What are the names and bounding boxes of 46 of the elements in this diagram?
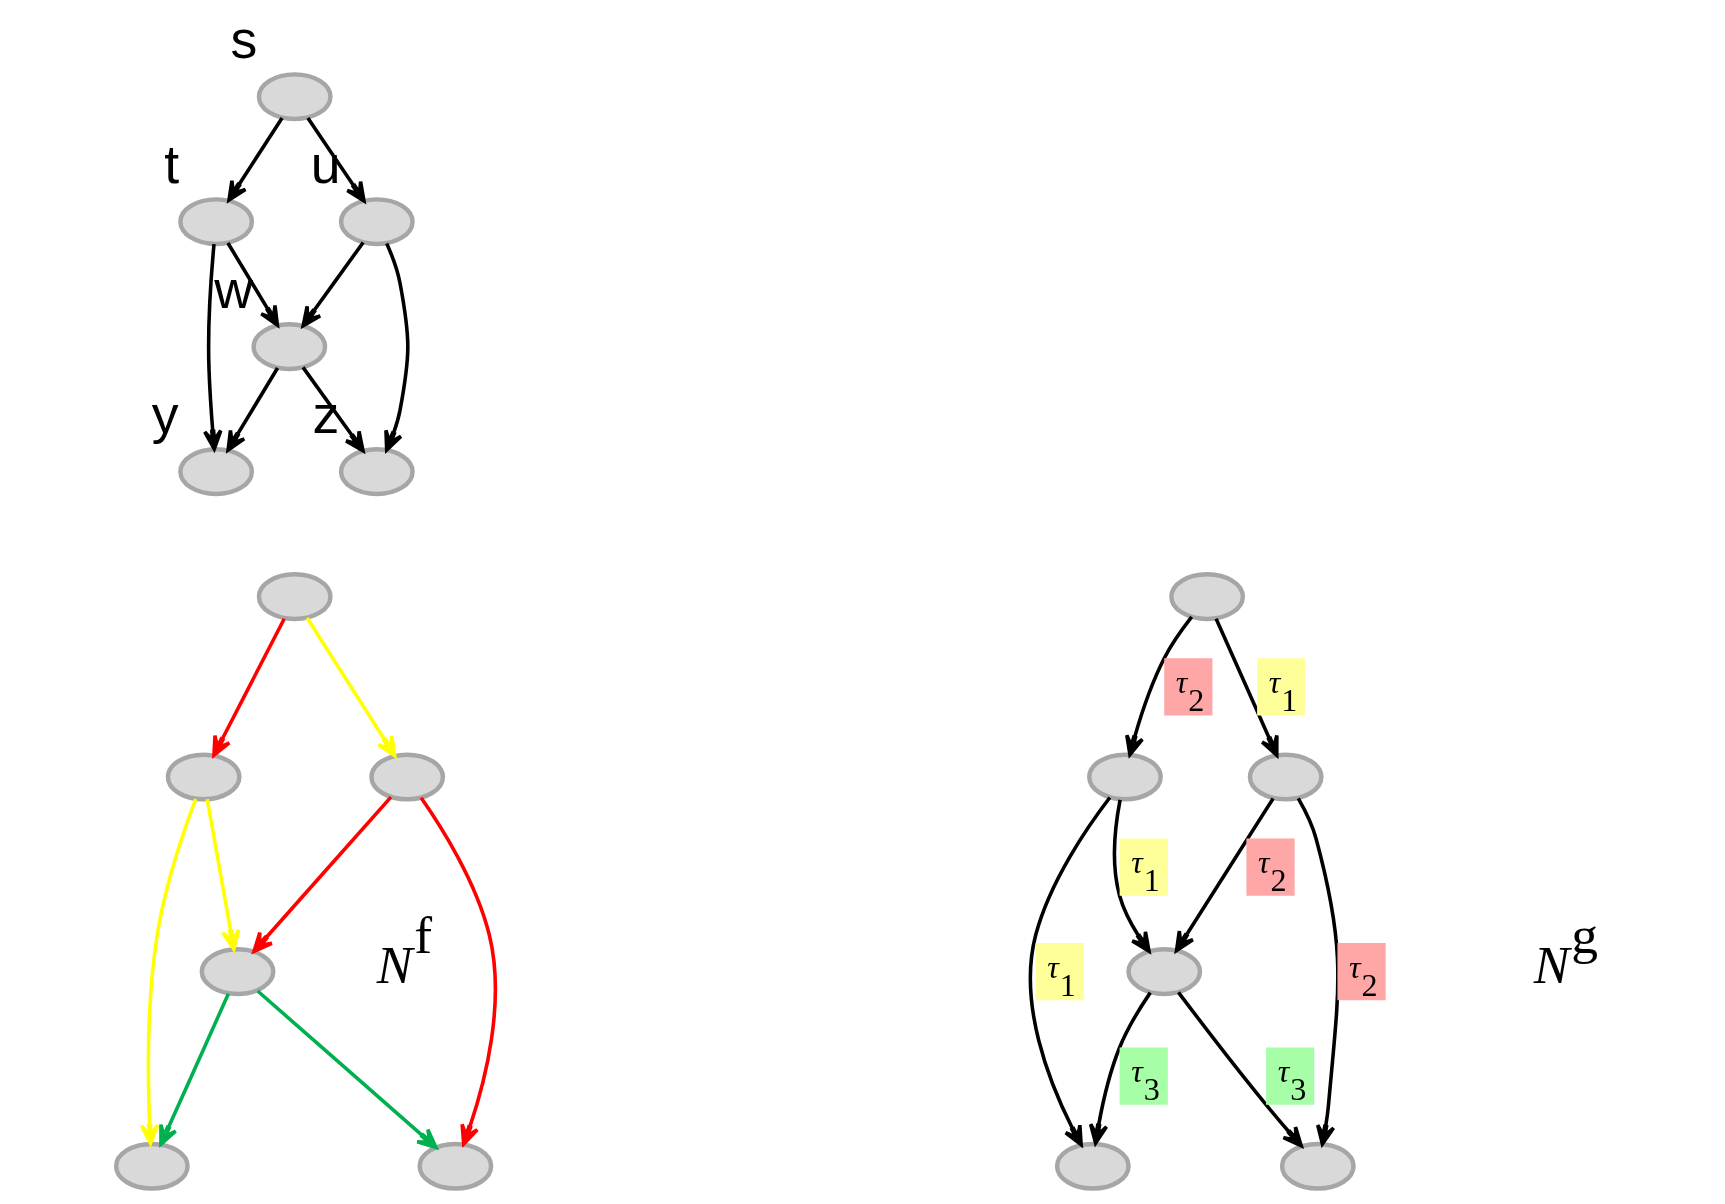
arrow bbox=[419, 796, 498, 1146]
node-label: y bbox=[151, 385, 179, 445]
node-ellipse bbox=[256, 572, 333, 622]
arrow bbox=[252, 795, 393, 954]
arrow bbox=[1296, 797, 1340, 1146]
node-ellipse bbox=[1126, 947, 1203, 997]
arrow bbox=[205, 798, 241, 951]
arrow bbox=[226, 367, 280, 452]
arrow bbox=[1214, 618, 1279, 757]
node-ellipse bbox=[338, 447, 415, 497]
arrow bbox=[226, 242, 280, 327]
node-ellipse bbox=[369, 752, 446, 802]
arrow bbox=[1125, 615, 1194, 757]
node-ellipse bbox=[1279, 1141, 1356, 1191]
arrow bbox=[1174, 797, 1275, 953]
node-label: t bbox=[164, 135, 180, 195]
node-label: s bbox=[230, 10, 258, 70]
arrow bbox=[1112, 799, 1151, 953]
arrow bbox=[159, 993, 230, 1146]
node-ellipse bbox=[256, 72, 333, 122]
arrow bbox=[301, 241, 365, 328]
arrow bbox=[202, 244, 223, 451]
arrow bbox=[305, 617, 397, 758]
arrow bbox=[227, 117, 284, 202]
node-ellipse bbox=[338, 197, 415, 247]
arrow bbox=[1028, 796, 1112, 1147]
arrow bbox=[1088, 991, 1152, 1145]
node-ellipse bbox=[178, 447, 255, 497]
node-label: w bbox=[214, 260, 254, 320]
arrow bbox=[384, 242, 410, 452]
node-ellipse bbox=[1054, 1141, 1131, 1191]
node-ellipse bbox=[199, 947, 276, 997]
arrow bbox=[212, 617, 286, 757]
node-ellipse bbox=[165, 752, 242, 802]
node-ellipse bbox=[1087, 752, 1163, 802]
node-ellipse bbox=[1169, 572, 1246, 622]
arrow bbox=[139, 798, 198, 1146]
arrow bbox=[256, 989, 438, 1150]
node-ellipse bbox=[251, 322, 328, 372]
arrow bbox=[1177, 991, 1303, 1148]
node-ellipse bbox=[113, 1141, 190, 1191]
node-ellipse bbox=[417, 1141, 494, 1191]
node-ellipse bbox=[178, 197, 255, 247]
arrow bbox=[306, 117, 366, 203]
arrow bbox=[301, 366, 365, 453]
node-ellipse bbox=[1247, 752, 1324, 802]
